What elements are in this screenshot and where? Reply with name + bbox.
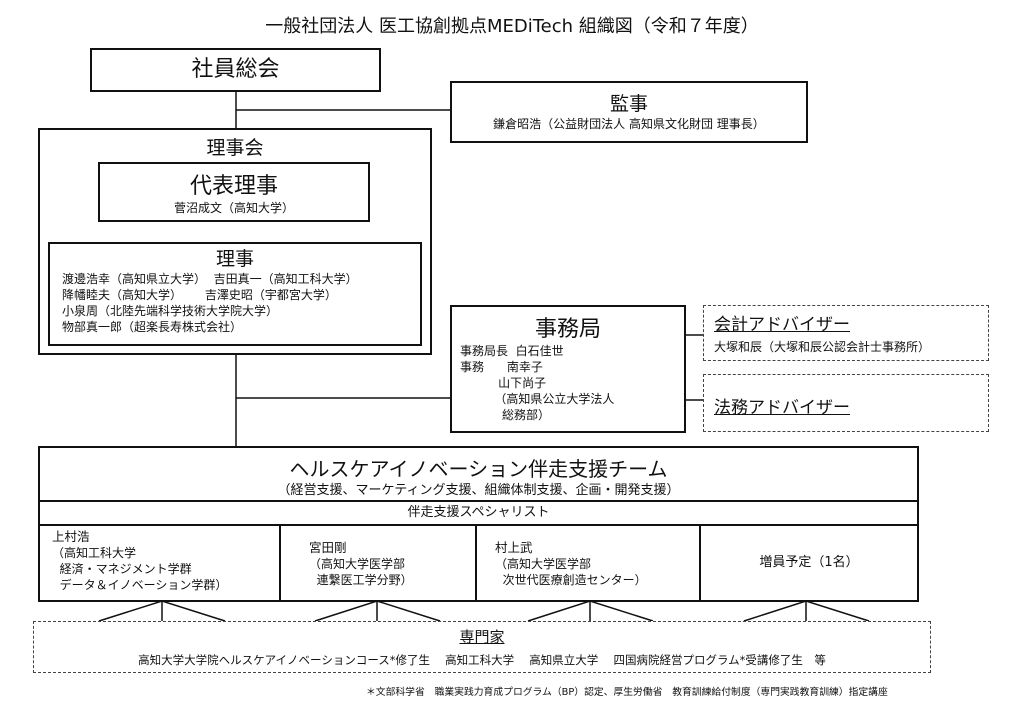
specialist-affiliation: （高知工科大学 (52, 546, 137, 560)
support-team-subtitle: （経営支援、マーケティング支援、組織体制支援、企画・開発支援） (277, 483, 680, 498)
board-heading: 理事会 (206, 137, 264, 159)
specialist-name: 上村浩 (52, 529, 90, 544)
support-team-box: ヘルスケアイノベーション伴走支援チーム （経営支援、マーケティング支援、組織体制… (38, 446, 919, 502)
representative-director-box: 代表理事 菅沼成文（高知大学） (98, 162, 370, 222)
specialist-affiliation: （高知大学医学部 (495, 557, 592, 571)
secretariat-box: 事務局 事務局長 白石佳世 事務 南幸子 山下尚子 （高知県公立大学法人 総務部… (450, 305, 686, 433)
directors-heading: 理事 (215, 248, 254, 270)
secretariat-line: 総務部） (460, 408, 550, 422)
accounting-advisor-member: 大塚和辰（大塚和辰公認会計士事務所） (714, 340, 931, 354)
director-line: 降幡睦夫（高知大学） 吉澤史昭（宇都宮大学） (62, 288, 337, 302)
representative-heading: 代表理事 (189, 174, 278, 199)
auditor-heading: 監事 (609, 93, 648, 115)
legal-advisor-box: 法務アドバイザー (703, 374, 989, 432)
secretariat-line: 事務 南幸子 (460, 360, 543, 374)
specialist-box: 村上武 （高知大学医学部 次世代医療創造センター） (475, 524, 701, 602)
specialist-name: 村上武 (495, 540, 533, 555)
secretariat-line: （高知県公立大学法人 (460, 392, 615, 406)
specialist-affiliation: （高知大学医学部 (309, 557, 406, 571)
specialist-name: 宮田剛 (309, 540, 347, 555)
director-line: 物部真一郎（超楽長寿株式会社） (62, 320, 243, 334)
directors-box: 理事 渡邊浩幸（高知県立大学） 吉田真一（高知工科大学） 降幡睦夫（高知大学） … (48, 242, 422, 346)
accounting-advisor-heading: 会計アドバイザー (714, 315, 850, 335)
board-box: 理事会 代表理事 菅沼成文（高知大学） 理事 渡邊浩幸（高知県立大学） 吉田真一… (38, 128, 432, 355)
general-meeting-box: 社員総会 (90, 48, 381, 92)
specialist-affiliation: データ＆イノベーション学群） (52, 578, 228, 592)
specialist-affiliation: 連繋医工学分野） (309, 573, 413, 587)
page-title: 一般社団法人 医工協創拠点MEDiTech 組織図（令和７年度） (265, 16, 759, 37)
secretariat-heading: 事務局 (534, 317, 601, 342)
legal-advisor-heading: 法務アドバイザー (714, 398, 850, 418)
representative-member: 菅沼成文（高知大学） (173, 201, 294, 215)
director-line: 渡邊浩幸（高知県立大学） 吉田真一（高知工科大学） (62, 272, 358, 286)
experts-box: 専門家 高知大学大学院ヘルスケアイノベーションコース*修了生 高知工科大学 高知… (33, 621, 931, 673)
specialist-box: 宮田剛 （高知大学医学部 連繋医工学分野） (279, 524, 477, 602)
specialist-box-planned: 増員予定（1名） (699, 524, 919, 602)
auditor-member: 鎌倉昭浩（公益財団法人 高知県文化財団 理事長） (493, 117, 765, 131)
footnote: ＊文部科学省 職業実践力育成プログラム（BP）認定、厚生労働省 教育訓練給付制度… (366, 687, 888, 698)
support-team-heading: ヘルスケアイノベーション伴走支援チーム (289, 457, 668, 481)
director-line: 小泉周（北陸先端科学技術大学院大学） (62, 304, 279, 318)
specialist-affiliation: 経済・マネジメント学群 (52, 562, 192, 576)
experts-list: 高知大学大学院ヘルスケアイノベーションコース*修了生 高知工科大学 高知県立大学… (138, 653, 826, 667)
experts-heading: 専門家 (459, 628, 505, 646)
specialist-label: 伴走支援スペシャリスト (38, 500, 919, 526)
auditor-box: 監事 鎌倉昭浩（公益財団法人 高知県文化財団 理事長） (450, 81, 808, 143)
specialist-box: 上村浩 （高知工科大学 経済・マネジメント学群 データ＆イノベーション学群） (38, 524, 281, 602)
secretariat-line: 事務局長 白石佳世 (460, 344, 564, 358)
secretariat-line: 山下尚子 (460, 376, 547, 390)
accounting-advisor-box: 会計アドバイザー 大塚和辰（大塚和辰公認会計士事務所） (703, 305, 989, 361)
specialist-affiliation: 次世代医療創造センター） (495, 573, 647, 587)
